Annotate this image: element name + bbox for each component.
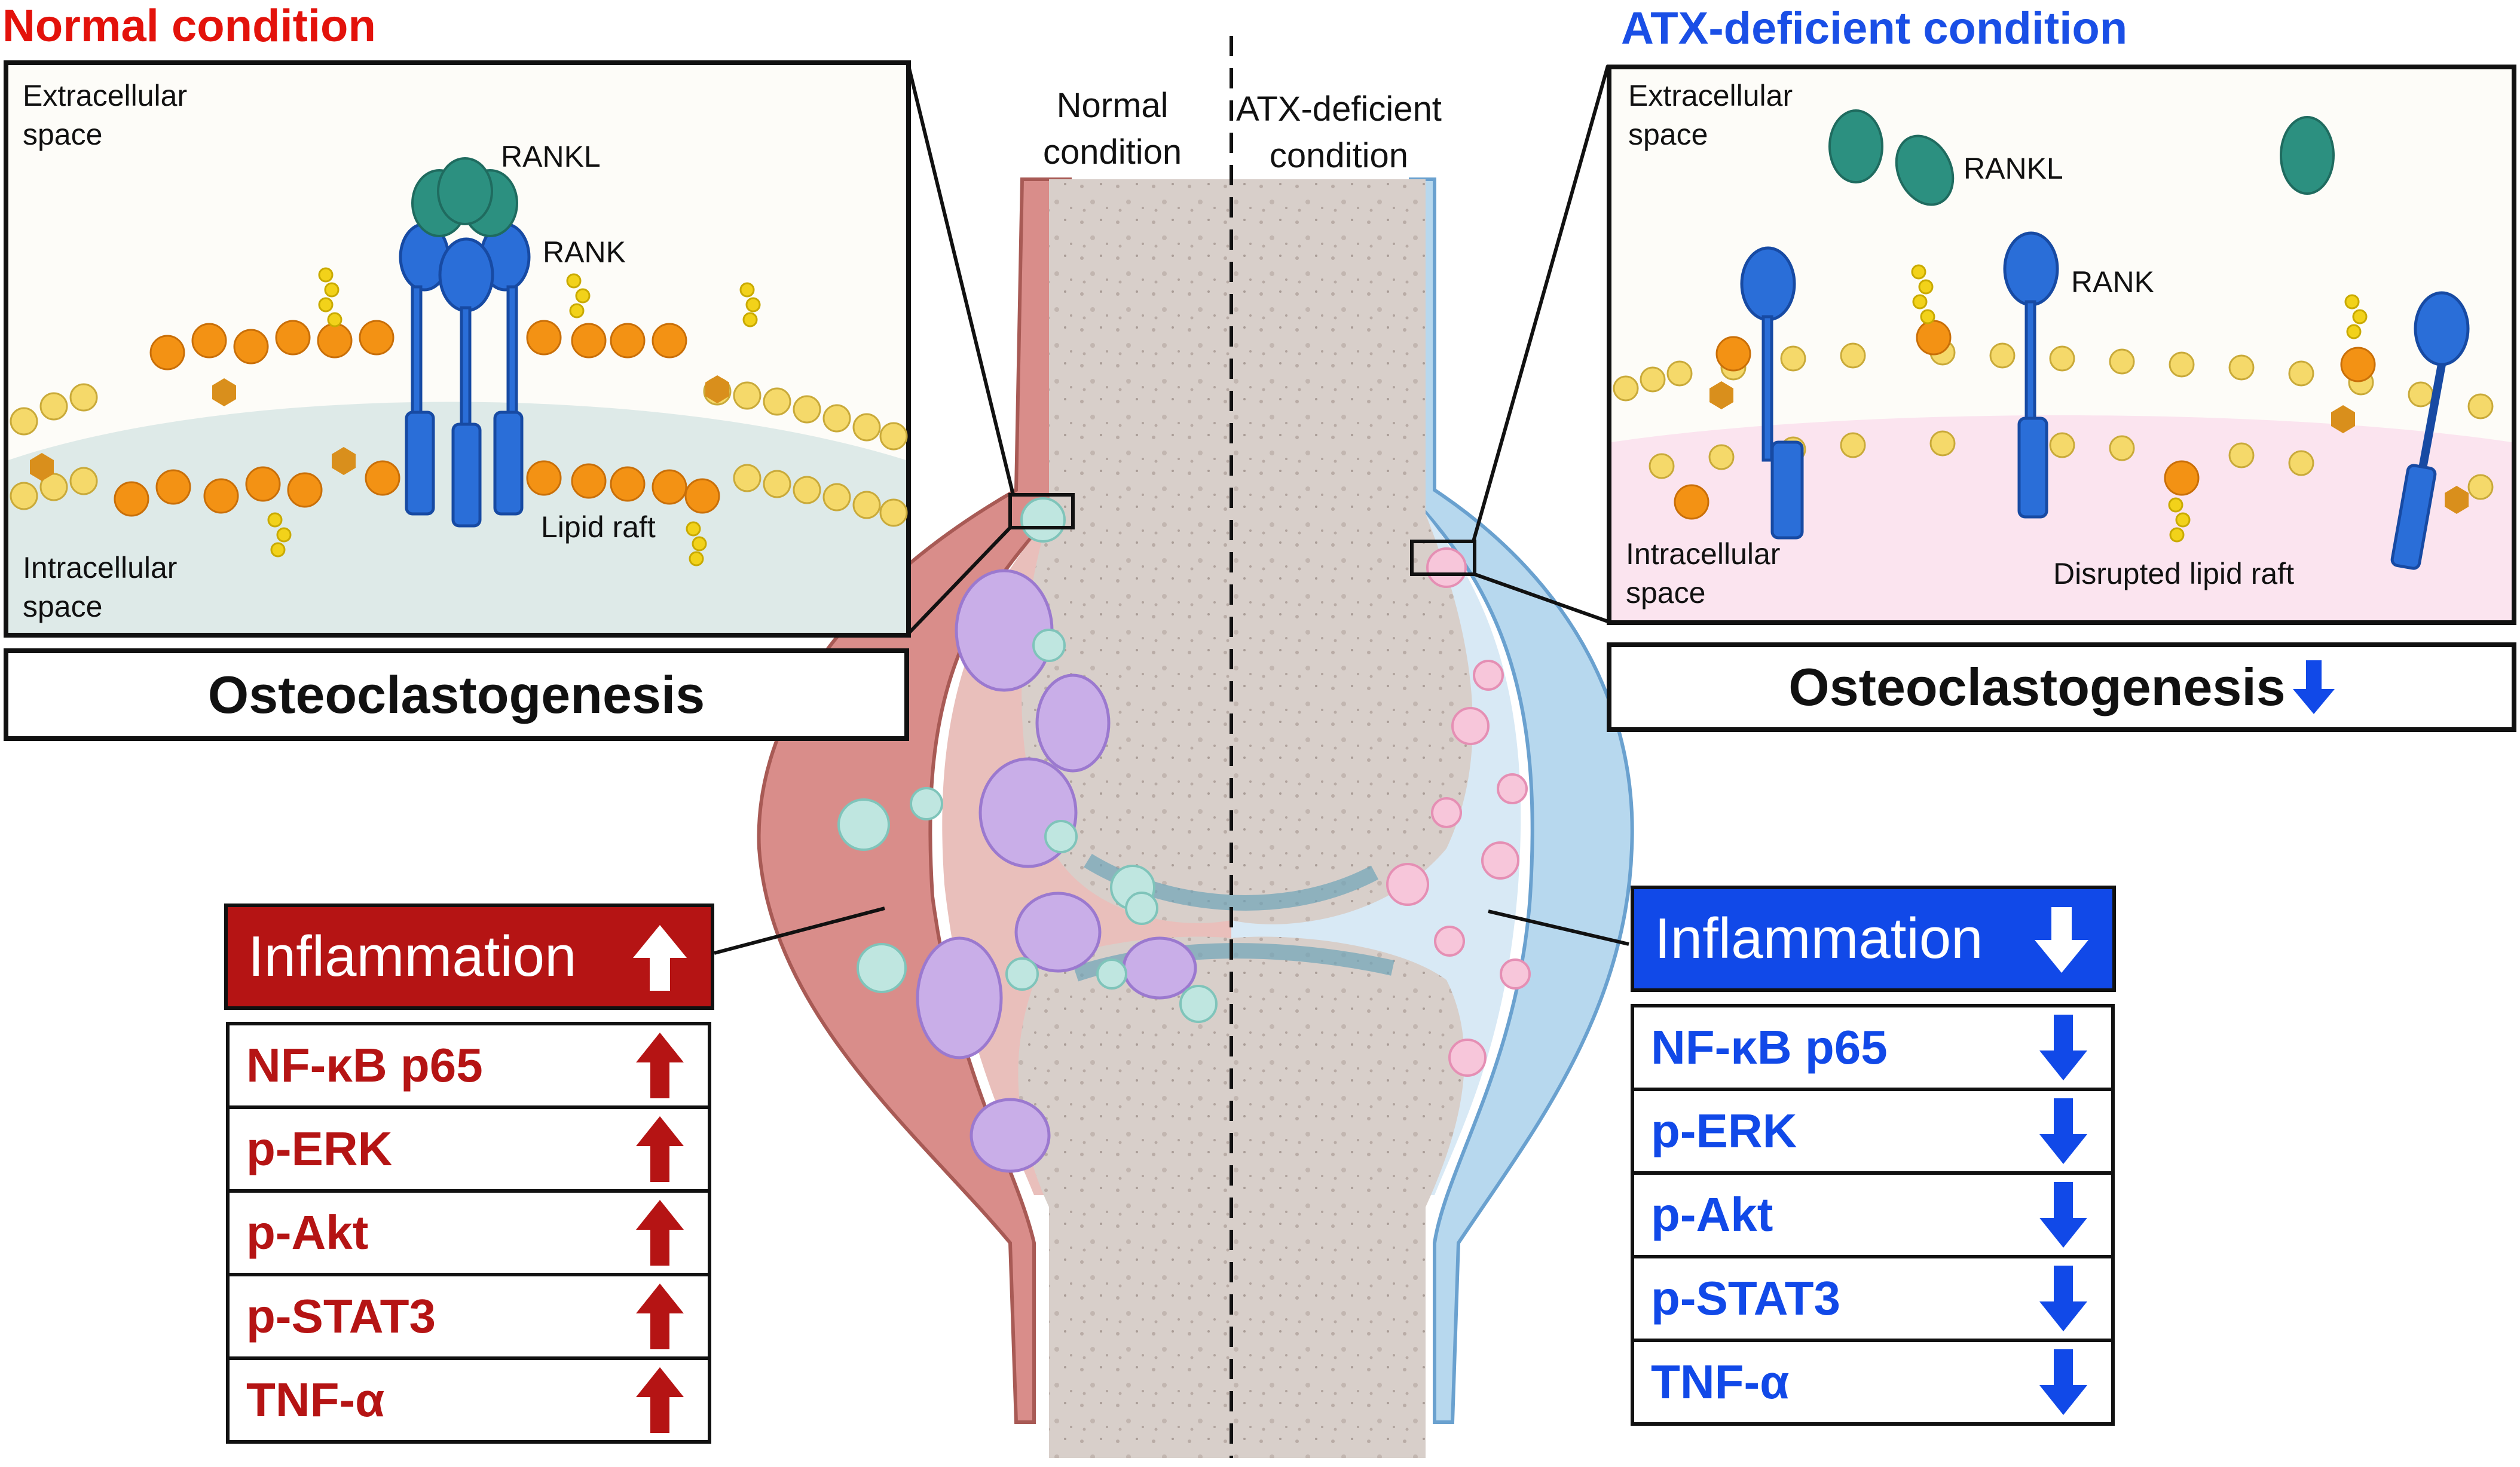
normal-rank-label: RANK — [543, 235, 626, 269]
normal-rankl-label: RANKL — [501, 140, 601, 173]
arrow-up-icon — [636, 1116, 684, 1182]
atx-indicator-row: NF-κB p65 — [1631, 1004, 2115, 1091]
arrow-down-icon — [2039, 1266, 2087, 1331]
joint-normal-label: Normal condition — [1043, 86, 1182, 172]
rank-receptors-atx — [1740, 231, 2470, 570]
rankl-trimer-normal — [411, 157, 518, 237]
normal-indicator-row: p-ERK — [226, 1105, 711, 1193]
normal-indicator-row: p-Akt — [226, 1189, 711, 1276]
normal-condition-title: Normal condition — [2, 1, 376, 51]
normal-indicator-label: p-Akt — [246, 1206, 369, 1259]
joint-atx-label: ATX-deficient condition — [1236, 90, 1442, 176]
atx-outcome-box: Osteoclastogenesis — [1607, 642, 2516, 732]
atx-rank-label: RANK — [2071, 265, 2154, 299]
atx-indicator-label: NF-κB p65 — [1651, 1021, 1888, 1074]
arrow-down-icon — [2039, 1015, 2087, 1080]
inset-atx — [1607, 65, 2516, 625]
normal-extracellular-label: Extracellular space — [23, 79, 188, 151]
normal-indicator-row: TNF-α — [226, 1356, 711, 1444]
arrow-up-icon — [636, 1200, 684, 1266]
arrow-down-icon — [2039, 1349, 2087, 1415]
arrow-up-icon — [633, 925, 687, 991]
arrow-up-icon — [636, 1367, 684, 1433]
arrow-down-icon — [2039, 1098, 2087, 1164]
connector-lines — [714, 65, 1629, 955]
atx-intracellular-label: Intracellular space — [1626, 537, 1781, 610]
pink-cells — [1386, 547, 1531, 1077]
normal-inflammation-text: Inflammation — [248, 924, 577, 988]
upper-bone — [1022, 179, 1473, 924]
rankl-free-atx — [1828, 109, 2335, 206]
arrow-down-icon — [2039, 1182, 2087, 1248]
normal-inflammation-header: Inflammation — [224, 904, 714, 1010]
atx-extracellular-label: Extracellular space — [1628, 79, 1793, 151]
normal-lipid-raft-label: Lipid raft — [541, 510, 656, 544]
rank-receptors-normal — [399, 222, 531, 528]
normal-intracellular-label: Intracellular space — [23, 551, 178, 623]
atx-indicator-row: TNF-α — [1631, 1339, 2115, 1426]
normal-indicator-label: p-STAT3 — [246, 1290, 436, 1343]
atx-rankl-label: RANKL — [1964, 152, 2063, 185]
atx-indicator-label: p-Akt — [1651, 1188, 1773, 1241]
atx-condition-title: ATX-deficient condition — [1621, 3, 2128, 54]
atx-indicator-label: TNF-α — [1651, 1355, 1790, 1408]
atx-inflammation-header: Inflammation — [1631, 886, 2116, 992]
normal-outcome-box: Osteoclastogenesis — [4, 648, 909, 741]
joint-illustration — [757, 36, 1634, 1458]
atx-indicator-row: p-STAT3 — [1631, 1255, 2115, 1342]
atx-inflammation-text: Inflammation — [1654, 906, 1983, 970]
atx-indicator-label: p-ERK — [1651, 1104, 1797, 1157]
normal-indicator-label: p-ERK — [246, 1122, 393, 1175]
atx-indicator-row: p-ERK — [1631, 1088, 2115, 1175]
normal-outcome-text: Osteoclastogenesis — [207, 664, 705, 724]
macrophage-cells — [837, 497, 1218, 1023]
normal-indicator-label: TNF-α — [246, 1373, 385, 1426]
zoom-marker-atx — [1410, 540, 1476, 576]
normal-indicator-row: NF-κB p65 — [226, 1022, 711, 1109]
atx-indicator-label: p-STAT3 — [1651, 1272, 1840, 1325]
atx-indicator-row: p-Akt — [1631, 1171, 2115, 1258]
zoom-marker-normal — [1008, 493, 1075, 529]
inset-normal — [4, 60, 911, 638]
arrow-up-icon — [636, 1033, 684, 1098]
arrow-down-icon — [2292, 660, 2335, 714]
osteoclast-cells — [916, 569, 1197, 1173]
arrow-up-icon — [636, 1284, 684, 1349]
lower-bone — [1018, 936, 1464, 1458]
atx-outcome-text: Osteoclastogenesis — [1788, 657, 2286, 716]
arrow-down-icon — [2035, 907, 2088, 973]
normal-indicator-row: p-STAT3 — [226, 1273, 711, 1360]
normal-indicator-label: NF-κB p65 — [246, 1039, 483, 1092]
atx-disrupted-raft-label: Disrupted lipid raft — [2053, 557, 2294, 590]
lipid-bilayer-normal — [10, 267, 908, 566]
